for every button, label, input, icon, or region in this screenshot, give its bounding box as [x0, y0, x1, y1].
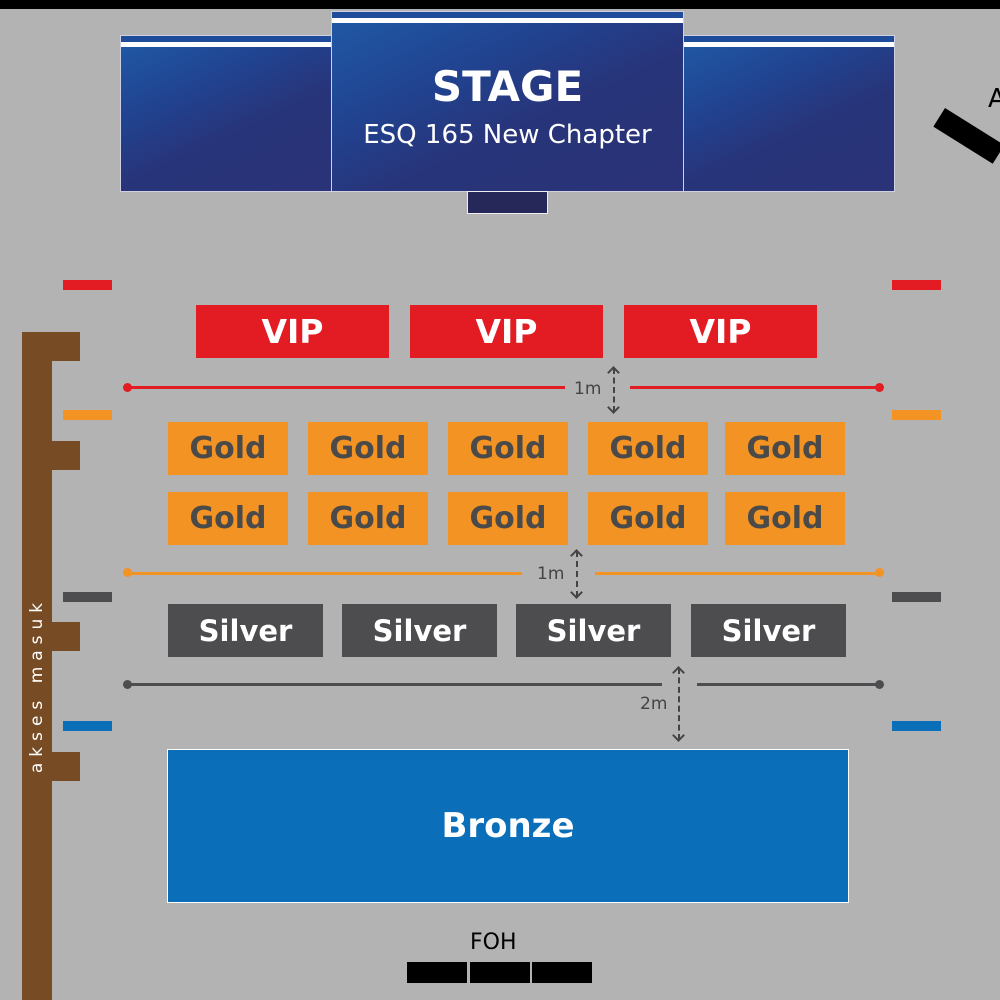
stage-subtitle: ESQ 165 New Chapter — [363, 120, 652, 150]
silver-boundary-line — [697, 683, 879, 686]
access-tab — [50, 441, 80, 470]
marker-vip-right — [892, 280, 941, 290]
foh-desk — [470, 962, 530, 983]
gold-section[interactable]: Gold — [168, 422, 288, 475]
silver-section[interactable]: Silver — [342, 604, 497, 657]
foh-label: FOH — [470, 930, 517, 955]
spacing-arrow-icon — [678, 668, 680, 740]
line-end — [875, 680, 884, 689]
marker-silver-right — [892, 592, 941, 602]
stage-title: STAGE — [431, 62, 584, 111]
spacing-label: 1m — [574, 379, 602, 399]
gold-section[interactable]: Gold — [448, 492, 568, 545]
stage-runway — [467, 191, 548, 214]
speaker-block — [933, 108, 1000, 164]
vip-section[interactable]: VIP — [196, 305, 389, 358]
gold-section[interactable]: Gold — [308, 492, 428, 545]
silver-section[interactable]: Silver — [516, 604, 671, 657]
stage-wing-right — [683, 35, 895, 192]
stage: STAGE ESQ 165 New Chapter — [331, 11, 684, 192]
gold-section[interactable]: Gold — [588, 492, 708, 545]
access-path — [22, 332, 52, 1000]
vip-boundary-line — [127, 386, 565, 389]
gold-section[interactable]: Gold — [588, 422, 708, 475]
vip-section[interactable]: VIP — [410, 305, 603, 358]
marker-vip-left — [63, 280, 112, 290]
gold-section[interactable]: Gold — [168, 492, 288, 545]
vip-section[interactable]: VIP — [624, 305, 817, 358]
marker-bronze-left — [63, 721, 112, 731]
bronze-section[interactable]: Bronze — [167, 749, 849, 903]
marker-bronze-right — [892, 721, 941, 731]
silver-section[interactable]: Silver — [691, 604, 846, 657]
foh-desk — [532, 962, 592, 983]
line-end — [875, 383, 884, 392]
line-end — [875, 568, 884, 577]
gold-section[interactable]: Gold — [725, 422, 845, 475]
foh-desk — [407, 962, 467, 983]
spacing-arrow-icon — [576, 551, 578, 597]
marker-gold-right — [892, 410, 941, 420]
gold-boundary-line — [595, 572, 879, 575]
gold-section[interactable]: Gold — [308, 422, 428, 475]
silver-section[interactable]: Silver — [168, 604, 323, 657]
gold-boundary-line — [127, 572, 522, 575]
marker-gold-left — [63, 410, 112, 420]
gold-section[interactable]: Gold — [725, 492, 845, 545]
spacing-label: 1m — [537, 564, 565, 584]
access-tab — [50, 752, 80, 781]
spacing-label: 2m — [640, 694, 668, 714]
corner-label: A — [988, 84, 1000, 114]
silver-boundary-line — [127, 683, 662, 686]
access-label: akses masuk — [27, 596, 47, 774]
stage-wing-left — [120, 35, 332, 192]
access-tab — [50, 332, 80, 361]
marker-silver-left — [63, 592, 112, 602]
top-border — [0, 0, 1000, 9]
gold-section[interactable]: Gold — [448, 422, 568, 475]
access-tab — [50, 622, 80, 651]
spacing-arrow-icon — [613, 368, 615, 412]
vip-boundary-line — [630, 386, 879, 389]
